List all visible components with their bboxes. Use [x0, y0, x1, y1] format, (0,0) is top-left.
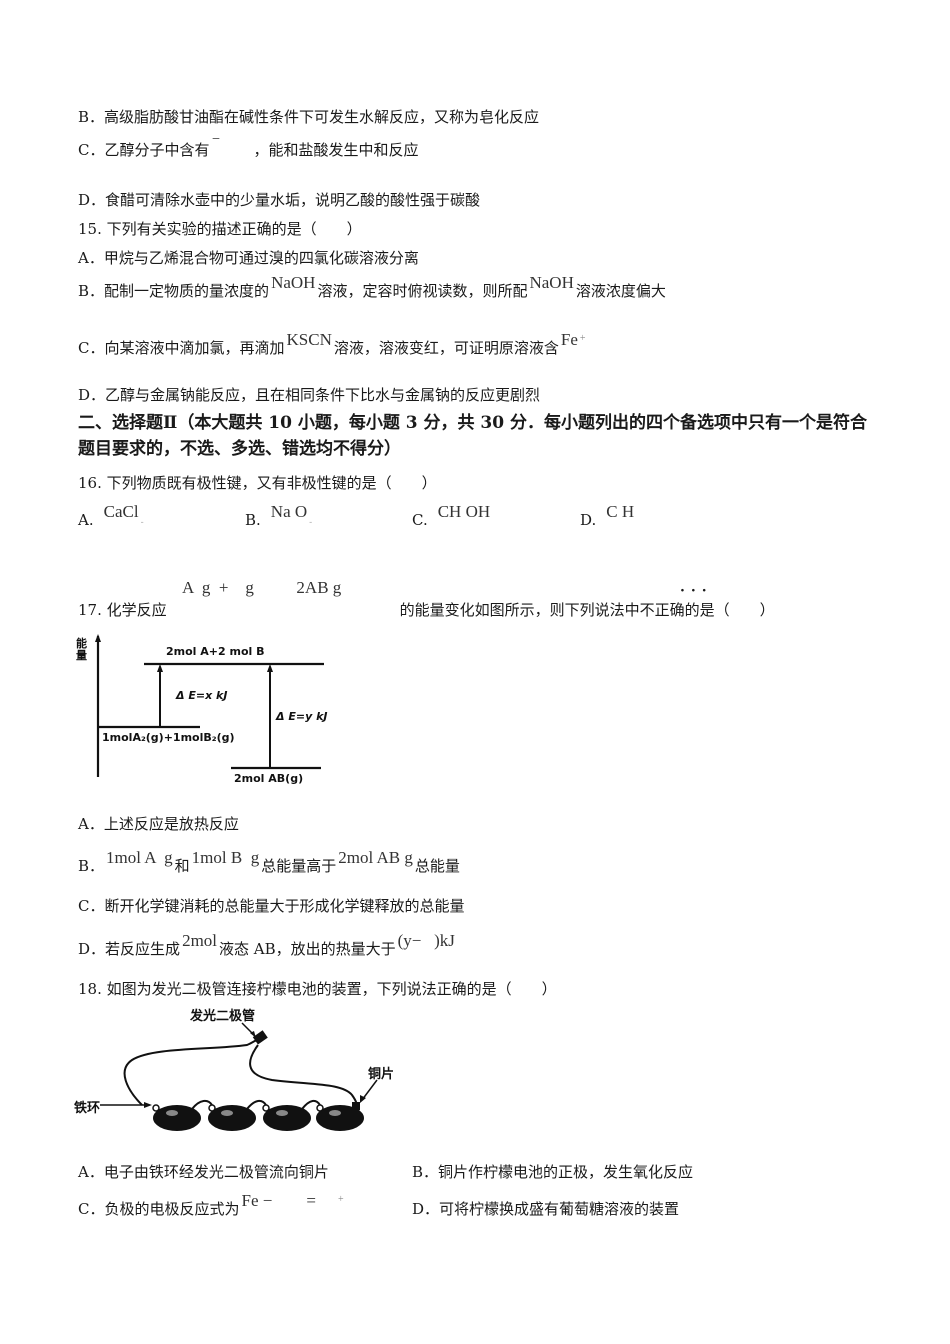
energy-level-lines — [95, 634, 324, 777]
y-axis-label: 能量 — [76, 637, 87, 662]
section-heading: 二、选择题Ⅱ（本大题共 10 小题，每小题 3 分，共 30 分．每小题列出的四… — [78, 413, 867, 459]
q15-option-a: A．甲烷与乙烯混合物可通过溴的四氯化碳溶液分离 — [78, 249, 419, 267]
q17-option-a: A．上述反应是放热反应 — [78, 815, 239, 833]
delta-x-label: Δ E=x kJ — [176, 689, 228, 702]
middle-level-label: 1molA₂(g)+1molB₂(g) — [102, 731, 235, 744]
q16-stem: 16. 下列物质既有极性键，又有非极性键的是（ ） — [78, 474, 437, 492]
iron-ring-label: 铁环 — [74, 1101, 101, 1116]
q18-stem: 18. 如图为发光二极管连接柠檬电池的装置，下列说法正确的是（ ） — [78, 980, 557, 998]
top-level-label: 2mol A+2 mol B — [166, 645, 265, 658]
energy-diagram: 能量 2mol A+2 mol B Δ E=x kJ Δ E=y kJ 1mol… — [76, 632, 336, 792]
bottom-level-label: 2mol AB(g) — [234, 772, 304, 785]
q16-option-a: A.CaCl- — [78, 502, 144, 529]
lemon-battery-diagram: 发光二极管 铜片 铁环 — [72, 1005, 412, 1140]
q14-option-c: C．乙醇分子中含有⁻，能和盐酸发生中和反应 — [78, 132, 419, 159]
q15-stem: 15. 下列有关实验的描述正确的是（ ） — [78, 220, 362, 238]
q14-option-b: B．高级脂肪酸甘油酯在碱性条件下可发生水解反应，又称为皂化反应 — [78, 108, 540, 126]
q16-option-d: D.C H — [580, 502, 635, 529]
q16-option-c: C.CH OH — [412, 502, 491, 529]
copper-label: 铜片 — [368, 1067, 395, 1082]
q18-option-d: D．可将柠檬换成盛有葡萄糖溶液的装置 — [412, 1200, 680, 1218]
lemon-battery-illustration — [100, 1022, 378, 1131]
q15-option-d: D．乙醇与金属钠能反应，且在相同条件下比水与金属钠的反应更剧烈 — [78, 386, 541, 404]
emphasis-dots: ··· — [680, 583, 713, 599]
q18-option-b: B．铜片作柠檬电池的正极，发生氧化反应 — [412, 1163, 694, 1181]
q14-option-d: D．食醋可清除水壶中的少量水垢，说明乙酸的酸性强于碳酸 — [78, 191, 481, 209]
led-label: 发光二极管 — [190, 1009, 256, 1024]
q17-stem: 17. 化学反应的能量变化如图所示，则下列说法中不正确的是（ ） — [78, 601, 775, 619]
q17-option-c: C．断开化学键消耗的总能量大于形成化学键释放的总能量 — [78, 897, 465, 915]
q16-option-b: B.Na O- — [245, 502, 313, 529]
q18-option-a: A．电子由铁环经发光二极管流向铜片 — [78, 1163, 329, 1181]
q17-equation: A g + g 2AB g — [182, 578, 342, 597]
delta-y-label: Δ E=y kJ — [276, 710, 328, 723]
